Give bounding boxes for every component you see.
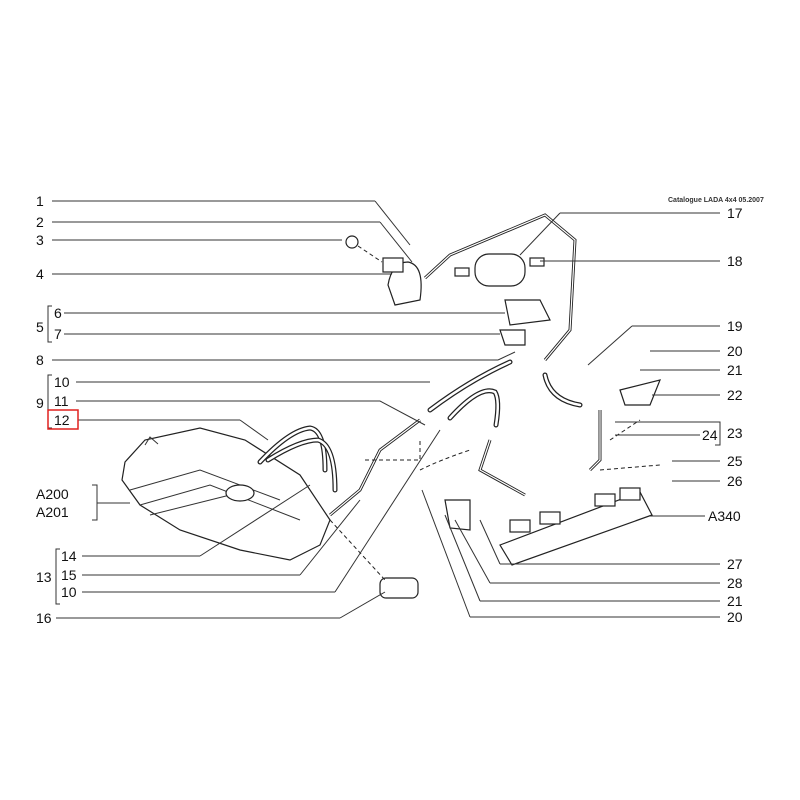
label-11[interactable]: 11 [54, 393, 69, 409]
label-2[interactable]: 2 [36, 214, 44, 230]
label-14[interactable]: 14 [61, 548, 77, 564]
label-16[interactable]: 16 [36, 610, 52, 626]
filter-clamp [345, 235, 422, 306]
label-21[interactable]: 21 [727, 593, 743, 609]
fuel-rail [499, 487, 653, 566]
label-17[interactable]: 17 [727, 205, 743, 221]
rubber-pad [379, 577, 419, 599]
label-18[interactable]: 18 [727, 253, 743, 269]
label-23[interactable]: 23 [727, 425, 743, 441]
label-10[interactable]: 10 [54, 374, 70, 390]
label-8[interactable]: 8 [36, 352, 44, 368]
label-7[interactable]: 7 [54, 326, 62, 342]
label-1[interactable]: 1 [36, 193, 44, 209]
catalogue-header: Catalogue LADA 4x4 05.2007 [668, 197, 764, 204]
label-4[interactable]: 4 [36, 266, 44, 282]
assembly-arrow [365, 440, 421, 461]
label-22[interactable]: 22 [727, 387, 743, 403]
label-A200[interactable]: A200 [36, 486, 69, 502]
fuel-hoses [257, 359, 583, 493]
fuel-pipes [329, 213, 602, 517]
label-9[interactable]: 9 [36, 395, 44, 411]
label-19[interactable]: 19 [727, 318, 743, 334]
label-13[interactable]: 13 [36, 569, 52, 585]
leader-lines [47, 200, 721, 619]
assembly-arrow [329, 519, 386, 581]
label-20[interactable]: 20 [727, 343, 743, 359]
label-20[interactable]: 20 [727, 609, 743, 625]
label-27[interactable]: 27 [727, 556, 743, 572]
fuel-filter [454, 253, 545, 287]
label-21[interactable]: 21 [727, 362, 743, 378]
label-6[interactable]: 6 [54, 305, 62, 321]
label-26[interactable]: 26 [727, 473, 743, 489]
assembly-arrow [599, 419, 661, 471]
label-12[interactable]: 12 [54, 412, 70, 428]
label-3[interactable]: 3 [36, 232, 44, 248]
label-A201[interactable]: A201 [36, 504, 69, 520]
label-28[interactable]: 28 [727, 575, 743, 591]
fuel-tank [121, 427, 331, 561]
label-10[interactable]: 10 [61, 584, 77, 600]
label-5[interactable]: 5 [36, 319, 44, 335]
selected-highlight [47, 409, 79, 430]
label-A340[interactable]: A340 [708, 508, 741, 524]
assembly-arrow [419, 449, 471, 471]
label-15[interactable]: 15 [61, 567, 77, 583]
label-25[interactable]: 25 [727, 453, 743, 469]
label-24[interactable]: 24 [702, 427, 718, 443]
brackets [444, 299, 661, 531]
